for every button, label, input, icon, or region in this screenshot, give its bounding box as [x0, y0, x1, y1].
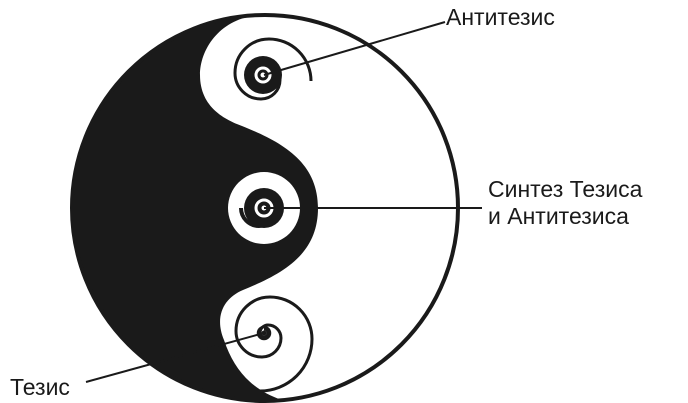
- synthesis-label: Синтез Тезиса и Антитезиса: [488, 176, 642, 230]
- synthesis-label-line-2: и Антитезиса: [488, 203, 642, 230]
- antithesis-label: Антитезис: [446, 4, 555, 31]
- synthesis-label-line-1: Синтез Тезиса: [488, 176, 642, 203]
- thesis-label: Тезис: [10, 374, 70, 401]
